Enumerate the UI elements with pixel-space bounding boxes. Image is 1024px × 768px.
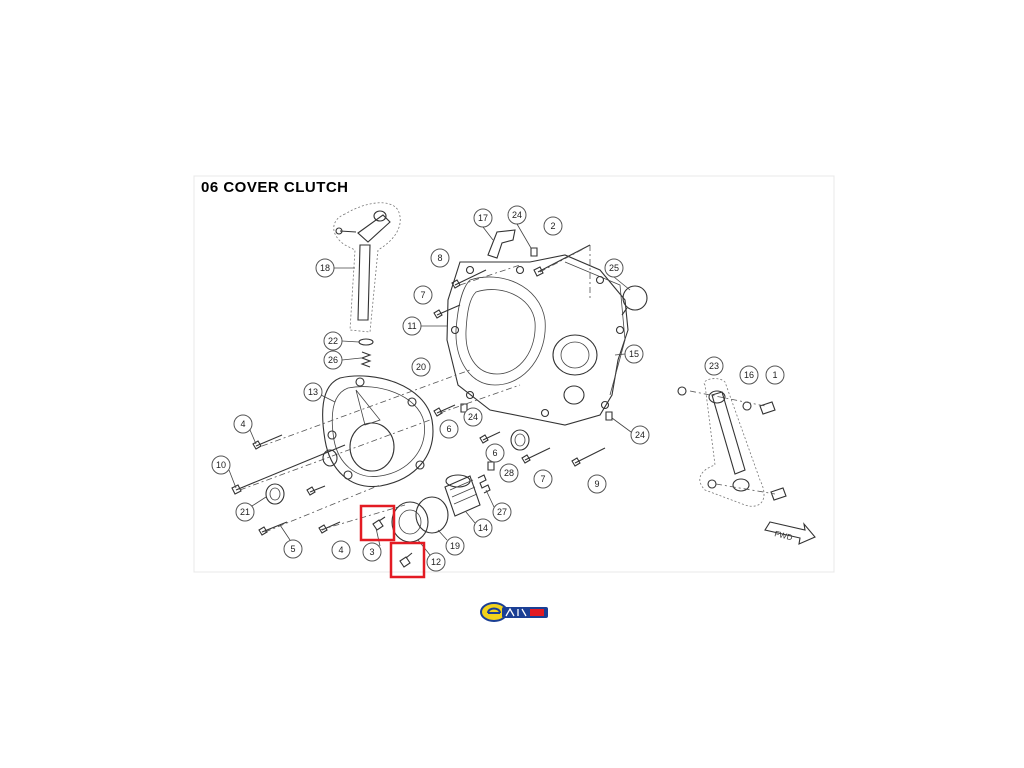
callout-16: 16 — [739, 365, 759, 385]
callout-27: 27 — [492, 502, 512, 522]
callout-23: 23 — [704, 356, 724, 376]
svg-text:25: 25 — [609, 263, 619, 273]
clutch-cover — [322, 375, 434, 488]
callout-5: 5 — [283, 539, 303, 559]
svg-text:26: 26 — [328, 355, 338, 365]
callout-7-upper: 7 — [413, 285, 433, 305]
svg-text:4: 4 — [240, 419, 245, 429]
callout-17: 17 — [473, 208, 493, 228]
callout-7-lower: 7 — [533, 469, 553, 489]
callout-20: 20 — [411, 357, 431, 377]
callout-8: 8 — [430, 248, 450, 268]
callout-24-top: 24 — [507, 205, 527, 225]
svg-text:6: 6 — [492, 448, 497, 458]
svg-text:7: 7 — [420, 290, 425, 300]
svg-text:6: 6 — [446, 424, 451, 434]
callout-24-mid: 24 — [463, 407, 483, 427]
svg-text:16: 16 — [744, 370, 754, 380]
diagram-frame — [193, 175, 835, 573]
svg-text:15: 15 — [629, 349, 639, 359]
forward-direction-arrow: FWD — [764, 521, 816, 545]
highlight-box-part-3-lower — [389, 541, 426, 579]
callout-24-lower: 24 — [630, 425, 650, 445]
callout-3: 3 — [362, 542, 382, 562]
svg-text:28: 28 — [504, 468, 514, 478]
svg-text:17: 17 — [478, 213, 488, 223]
svg-text:23: 23 — [709, 361, 719, 371]
svg-text:14: 14 — [478, 523, 488, 533]
callout-26: 26 — [323, 350, 343, 370]
bolts — [231, 244, 613, 568]
callout-13: 13 — [303, 382, 323, 402]
shift-shaft-assembly — [333, 202, 401, 333]
callout-6-left: 6 — [439, 419, 459, 439]
callout-11: 11 — [402, 316, 422, 336]
callout-10: 10 — [211, 455, 231, 475]
highlight-box-part-3-upper — [359, 504, 396, 542]
svg-text:12: 12 — [431, 557, 441, 567]
callout-21: 21 — [235, 502, 255, 522]
svg-text:24: 24 — [468, 412, 478, 422]
svg-text:2: 2 — [550, 221, 555, 231]
callout-14: 14 — [473, 518, 493, 538]
svg-text:24: 24 — [635, 430, 645, 440]
svg-text:20: 20 — [416, 362, 426, 372]
svg-text:1: 1 — [772, 370, 777, 380]
callout-9: 9 — [587, 474, 607, 494]
bracket — [487, 229, 516, 259]
callout-4-upper: 4 — [233, 414, 253, 434]
seals-and-filter — [265, 429, 530, 543]
callout-15: 15 — [624, 344, 644, 364]
diagram-title: 06 COVER CLUTCH — [201, 179, 349, 196]
svg-text:21: 21 — [240, 507, 250, 517]
callout-1: 1 — [765, 365, 785, 385]
callout-6-right: 6 — [485, 443, 505, 463]
svg-text:22: 22 — [328, 336, 338, 346]
svg-text:11: 11 — [407, 321, 416, 331]
oil-line-assembly — [677, 378, 787, 507]
svg-text:4: 4 — [338, 545, 343, 555]
svg-text:27: 27 — [497, 507, 507, 517]
oil-filler-plug — [621, 285, 648, 316]
svg-text:13: 13 — [308, 387, 318, 397]
svg-text:5: 5 — [290, 544, 295, 554]
crankcase-cover — [446, 254, 629, 426]
fwd-label: FWD — [774, 529, 794, 542]
callout-12: 12 — [426, 552, 446, 572]
callouts: 18 22 26 13 20 4 10 21 5 4 3 12 19 14 27… — [211, 205, 785, 572]
callout-2: 2 — [543, 216, 563, 236]
svg-text:3: 3 — [369, 547, 374, 557]
svg-text:9: 9 — [594, 479, 599, 489]
callout-28: 28 — [499, 463, 519, 483]
svg-text:7: 7 — [540, 474, 545, 484]
alignment-lines — [239, 245, 591, 533]
callout-18: 18 — [315, 258, 335, 278]
svg-text:10: 10 — [216, 460, 226, 470]
svg-text:8: 8 — [437, 253, 442, 263]
callout-4-lower: 4 — [331, 540, 351, 560]
svg-text:18: 18 — [320, 263, 330, 273]
callout-19: 19 — [445, 536, 465, 556]
callout-22: 22 — [323, 331, 343, 351]
svg-text:24: 24 — [512, 210, 522, 220]
callout-25: 25 — [604, 258, 624, 278]
leader-lines — [228, 223, 632, 556]
svg-text:19: 19 — [450, 541, 460, 551]
e-moto-logo — [480, 602, 548, 622]
